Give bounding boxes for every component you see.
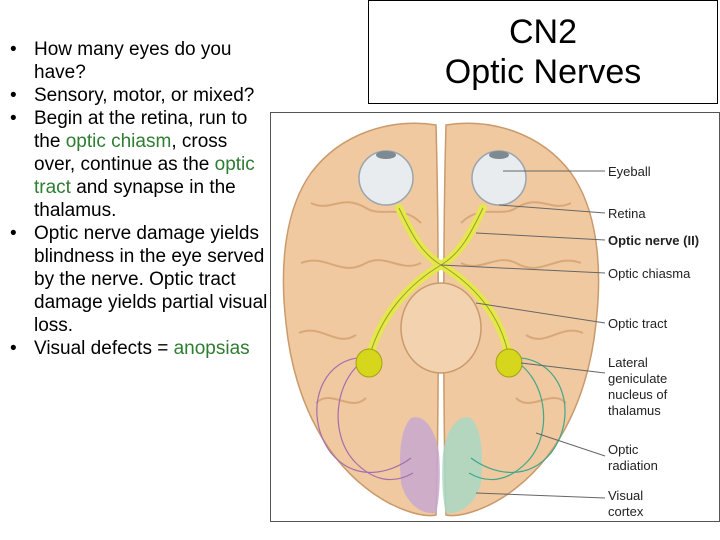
lgn-right bbox=[495, 348, 523, 378]
brain-diagram-figure: Eyeball Retina Optic nerve (II) Optic ch… bbox=[270, 112, 720, 522]
bullet-item: Sensory, motor, or mixed? bbox=[8, 84, 270, 107]
bullet-item: How many eyes do you have? bbox=[8, 38, 270, 84]
bullet-item: Optic nerve damage yields blindness in t… bbox=[8, 222, 270, 337]
label-visual-cortex-line: Visual bbox=[608, 488, 644, 503]
bullet-text: How many eyes do you have? bbox=[34, 39, 232, 83]
visual-cortex-right bbox=[442, 417, 482, 514]
title-box: CN2 Optic Nerves bbox=[368, 0, 718, 104]
label-optic-radiation: Optic radiation bbox=[608, 442, 658, 474]
bullet-item: Visual defects = anopsias bbox=[8, 337, 270, 360]
bullet-text: , cross over, continue as the bbox=[34, 131, 228, 175]
eyeball-left bbox=[358, 150, 414, 206]
label-optic-radiation-line: Optic bbox=[608, 442, 639, 457]
title-line-2: Optic Nerves bbox=[444, 53, 642, 91]
bullet-text: Sensory, motor, or mixed? bbox=[34, 85, 255, 106]
bullet-text: Visual defects = bbox=[34, 338, 174, 359]
label-eyeball: Eyeball bbox=[608, 164, 651, 179]
bullet-list: How many eyes do you have?Sensory, motor… bbox=[8, 38, 270, 360]
label-optic-nerve: Optic nerve (II) bbox=[608, 233, 700, 248]
brain-illustration bbox=[282, 122, 606, 517]
label-lgn: Lateral geniculate nucleus of thalamus bbox=[608, 355, 667, 419]
bullet-item: Begin at the retina, run to the optic ch… bbox=[8, 107, 270, 222]
visual-cortex-left bbox=[400, 417, 440, 514]
label-retina: Retina bbox=[608, 206, 646, 221]
highlighted-term: anopsias bbox=[173, 338, 250, 359]
eyeball-right bbox=[471, 150, 527, 206]
highlighted-term: optic chiasm bbox=[65, 131, 172, 152]
bullet-text: Optic nerve damage yields blindness in t… bbox=[34, 223, 268, 336]
label-lgn-line: geniculate bbox=[608, 371, 668, 386]
label-lgn-line: Lateral bbox=[608, 355, 648, 370]
label-visual-cortex: Visual cortex bbox=[608, 488, 643, 520]
bullet-text: and synapse in the thalamus. bbox=[34, 177, 236, 221]
lgn-left bbox=[355, 348, 383, 378]
label-visual-cortex-line: cortex bbox=[608, 504, 644, 519]
title-line-1: CN2 bbox=[508, 13, 578, 51]
label-lgn-line: thalamus bbox=[608, 403, 661, 418]
label-lgn-line: nucleus of bbox=[608, 387, 668, 402]
brainstem bbox=[400, 282, 482, 374]
bullet-text: Begin at the retina, run to the bbox=[34, 108, 248, 152]
label-optic-tract: Optic tract bbox=[608, 316, 668, 331]
label-optic-chiasma: Optic chiasma bbox=[608, 266, 691, 281]
highlighted-term: optic tract bbox=[34, 154, 255, 198]
label-optic-radiation-line: radiation bbox=[608, 458, 658, 473]
